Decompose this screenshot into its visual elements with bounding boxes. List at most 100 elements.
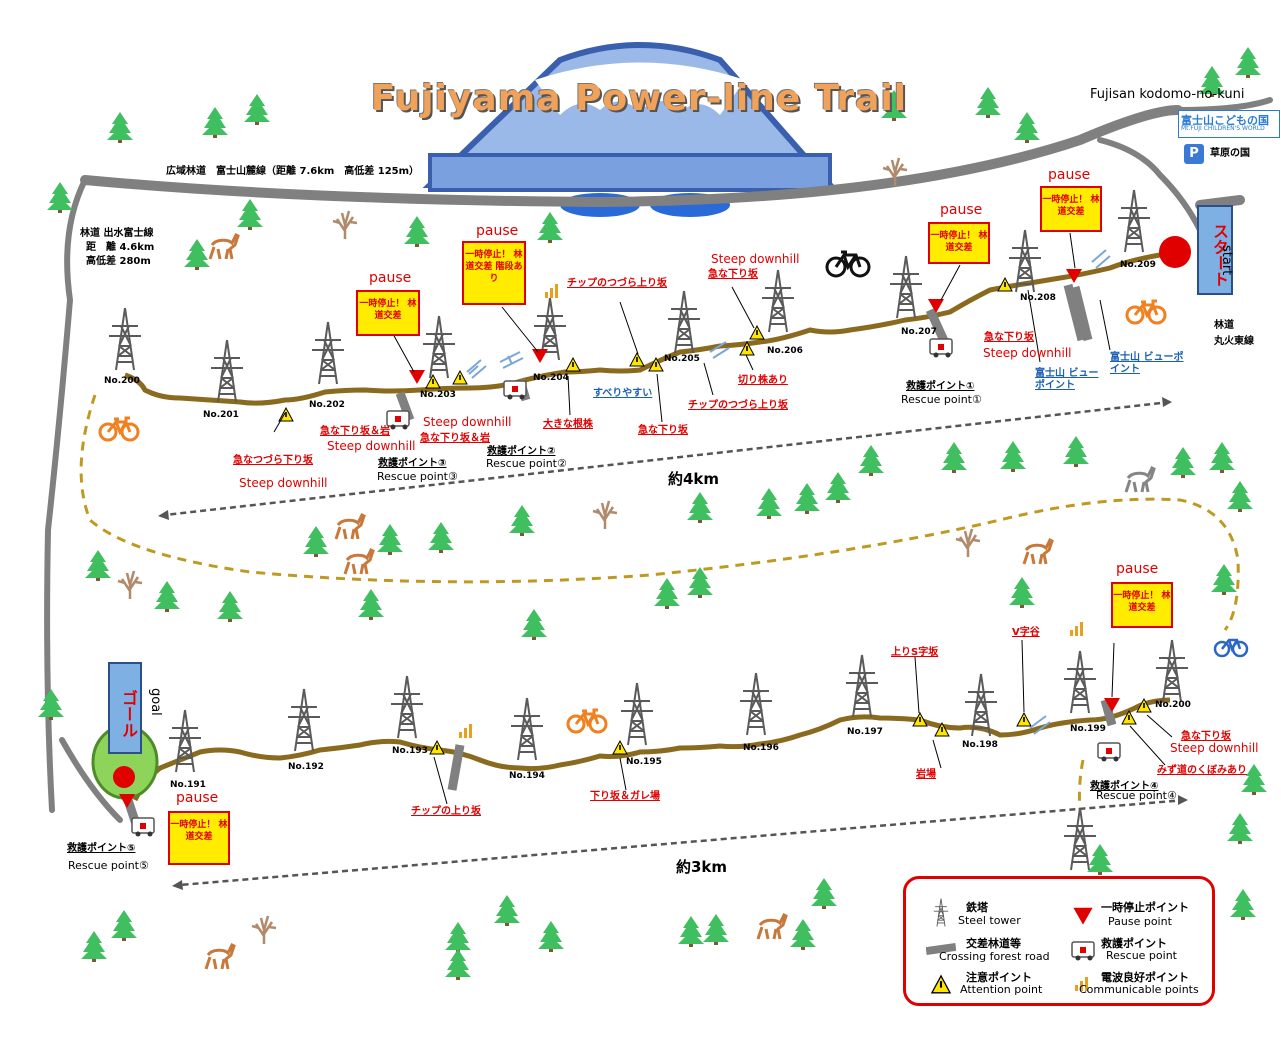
marubi-road-2: 丸火東線 (1214, 336, 1254, 347)
tower-no-201: No.201 (203, 410, 239, 420)
legend-attention-jp: 注意ポイント (966, 971, 1032, 984)
badge-main-text: 富士山こどもの国 (1181, 114, 1269, 127)
tower-no-200-lower: No.200 (1155, 700, 1191, 710)
label-steep-down-2: 急な下り坂 (708, 269, 758, 280)
tower-no-193: No.193 (392, 746, 428, 756)
kodomo-label: Fujisan kodomo-no-kuni (1090, 87, 1245, 102)
legend-crossing-icon (926, 942, 956, 956)
label-steep-downhill-3: Steep downhill (423, 415, 512, 429)
tower-no-196: No.196 (743, 743, 779, 753)
izumo-road-label: 林道 出水富士線 (80, 228, 154, 239)
tower-no-205: No.205 (664, 354, 700, 364)
distance-lower: 約3km (676, 858, 728, 876)
label-rock: 岩場 (916, 769, 936, 780)
tower-no-194: No.194 (509, 771, 545, 781)
tower-no-203: No.203 (420, 390, 456, 400)
goal-box: ゴール (108, 662, 142, 754)
label-steep-down-3: 急な下り坂 (984, 332, 1034, 343)
goal-label: goal (148, 688, 163, 716)
road-label: 広域林道 富士山麓線（距離 7.6km 高低差 125m） (166, 166, 420, 177)
tower-no-197: No.197 (847, 727, 883, 737)
label-rescue1-en: Rescue point① (901, 393, 982, 406)
label-chip-zigzag-up: チップのつづら上り坂 (567, 278, 667, 289)
pause-sign-2: 一時停止！ 林道交差 階段あり (462, 241, 526, 305)
pause-label-3: pause (940, 202, 983, 218)
label-mizumichi: みず道のくぼみあり (1157, 765, 1247, 776)
label-steep-downhill-2: Steep downhill (327, 439, 416, 453)
legend-rescue-icon (1071, 941, 1095, 962)
legend-tower-jp: 鉄塔 (966, 901, 988, 914)
label-fuji-view-2: 富士山 ビューポイント (1110, 352, 1184, 375)
marubi-road-1: 林道 (1214, 320, 1234, 331)
start-marker (1159, 236, 1191, 268)
tower-no-191: No.191 (170, 780, 206, 790)
legend-attention-en: Attention point (960, 983, 1043, 996)
legend-pause-jp: 一時停止ポイント (1101, 901, 1189, 914)
tower-no-206: No.206 (767, 346, 803, 356)
parking-label: 草原の国 (1210, 148, 1250, 159)
pause-sign-5: 一時停止！ 林道交差 (1111, 582, 1173, 628)
legend-crossing-jp: 交差林道等 (966, 937, 1021, 950)
tower-no-209: No.209 (1120, 260, 1156, 270)
label-big-root: 大きな根株 (543, 419, 593, 430)
label-steep-downhill-5: Steep downhill (983, 346, 1072, 360)
izumo-distance: 距 離 4.6km (86, 242, 155, 253)
bike-icons (98, 250, 1249, 734)
direction-arrows (164, 400, 1186, 887)
label-fuji-view-1: 富士山 ビューポイント (1035, 368, 1099, 391)
label-chip-zigzag-up-2: チップのつづら上り坂 (688, 400, 788, 411)
label-up-s: 上りS字坂 (891, 647, 939, 658)
tower-no-204: No.204 (533, 373, 569, 383)
legend-crossing-en: Crossing forest road (939, 950, 1050, 963)
label-rescue5-en: Rescue point⑤ (68, 859, 149, 872)
trail-upper (124, 252, 1161, 406)
label-steep-zigzag: 急なつづら下り坂 (233, 455, 313, 466)
start-box: スタート (1197, 205, 1233, 295)
label-rescue3-jp: 救護ポイント③ (378, 458, 447, 469)
label-rescue2-jp: 救護ポイント② (487, 446, 556, 457)
trail-connector (79, 394, 1240, 811)
legend-comm-en: Communicable points (1079, 983, 1199, 996)
legend-icons-left (926, 898, 956, 994)
legend-rescue-en: Rescue point (1106, 949, 1177, 962)
steps-icons (466, 249, 1111, 735)
legend-tower-en: Steel tower (958, 914, 1021, 927)
tower-no-198: No.198 (962, 740, 998, 750)
distance-upper: 約4km (668, 470, 720, 488)
tower-no-200-upper: No.200 (104, 376, 140, 386)
tower-no-199: No.199 (1070, 724, 1106, 734)
izumo-elevation: 高低差 280m (86, 256, 151, 267)
tower-no-192: No.192 (288, 762, 324, 772)
label-steep-downhill-1: Steep downhill (239, 476, 328, 490)
label-rescue3-en: Rescue point③ (377, 470, 458, 483)
label-rescue4-jp: 救護ポイント④ (1090, 781, 1159, 792)
goal-marker (113, 766, 135, 788)
badge-sub-text: Mt.FUJI CHILDREN'S WORLD (1181, 125, 1265, 132)
pause-label-5: pause (1116, 561, 1159, 577)
tower-no-202: No.202 (309, 400, 345, 410)
label-steep-down-lower: 急な下り坂 (1181, 731, 1231, 742)
tower-no-195: No.195 (626, 757, 662, 767)
label-rescue4-en: Rescue point④ (1096, 789, 1177, 802)
label-down-gravel: 下り坂＆ガレ場 (590, 791, 660, 802)
label-v-valley: V字谷 (1012, 627, 1040, 638)
label-steep-rock-2: 急な下り坂＆岩 (420, 433, 490, 444)
pause-sign-1: 一時停止！ 林道交差 (356, 290, 420, 336)
legend-comm-jp: 電波良好ポイント (1101, 971, 1189, 984)
pause-sign-4: 一時停止！ 林道交差 (1040, 186, 1102, 232)
towers-lower (168, 639, 1189, 871)
label-stump: 切り株あり (738, 375, 788, 386)
map-title: Fujiyama Power-line Trail (370, 78, 908, 119)
pointer-lines (273, 232, 1173, 805)
label-steep-down: 急な下り坂 (638, 425, 688, 436)
legend-rescue-jp: 救護ポイント (1101, 937, 1167, 950)
legend-pause-icon (1073, 907, 1093, 925)
pause-sign-3: 一時停止！ 林道交差 (928, 222, 990, 264)
label-steep-downhill-4: Steep downhill (711, 252, 800, 266)
legend: 鉄塔 Steel tower 交差林道等 Crossing forest roa… (903, 876, 1215, 1006)
pause-label-6: pause (176, 790, 219, 806)
mt-fuji-illustration (422, 42, 837, 217)
bare-trees (116, 156, 982, 946)
label-slippery: すべりやすい (593, 388, 653, 399)
